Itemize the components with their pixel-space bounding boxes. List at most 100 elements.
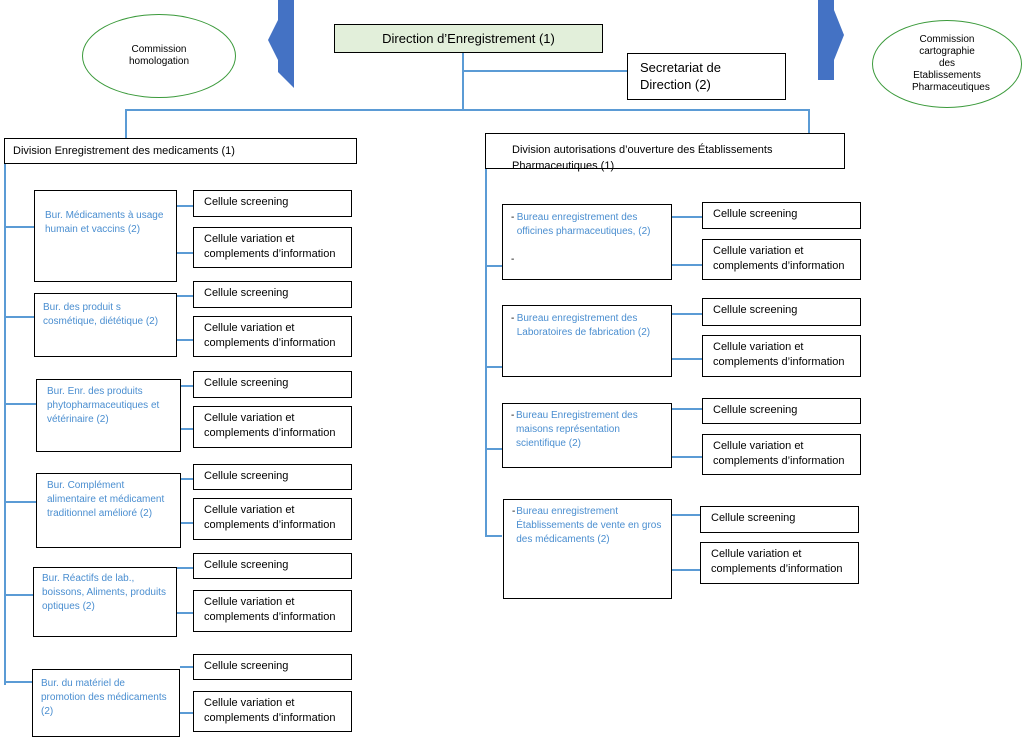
connector: [672, 514, 700, 516]
bullet: -: [511, 313, 515, 324]
secretariat-direction: Secretariat de Direction (2): [627, 53, 786, 100]
cellule-variation-label: Cellule variation et complements d’infor…: [204, 697, 336, 724]
connector: [125, 109, 127, 138]
right-arrow-icon: [818, 0, 844, 80]
bureau-laboratoires-fabrication: - Bureau enregistrement des Laboratoires…: [502, 305, 672, 377]
connector: [485, 366, 502, 368]
cellule-screening-label: Cellule screening: [204, 470, 289, 482]
cellule-variation: Cellule variation et complements d’infor…: [193, 691, 352, 732]
cellule-variation-label: Cellule variation et complements d’infor…: [204, 504, 336, 531]
bureau-label: Bureau enregistrement des officines phar…: [516, 212, 651, 237]
bureau-label: Bur. Réactifs de lab., boissons, Aliment…: [42, 573, 166, 612]
commission-homologation: Commission homologation: [82, 14, 236, 98]
bureau-cosmetique-dietetique: Bur. des produit s cosmétique, diététiqu…: [34, 293, 177, 357]
commission-cartographie: Commission cartographie des Etablissemen…: [872, 20, 1022, 108]
cellule-variation-label: Cellule variation et complements d’infor…: [713, 440, 845, 467]
cellule-screening: Cellule screening: [193, 371, 352, 398]
right-division-title: Division autorisations d’ouverture des É…: [512, 144, 773, 172]
cellule-screening: Cellule screening: [700, 506, 859, 533]
cellule-variation-label: Cellule variation et complements d’infor…: [204, 412, 336, 439]
left-division-title: Division Enregistrement des medicaments …: [13, 145, 235, 157]
connector: [485, 448, 502, 450]
bureau-label: Bureau Enregistrement des maisons représ…: [515, 410, 638, 449]
bureau-label: Bur. Médicaments à usage humain et vacci…: [45, 210, 164, 235]
cellule-variation: Cellule variation et complements d’infor…: [702, 239, 861, 280]
cellule-screening-label: Cellule screening: [713, 404, 798, 416]
connector: [4, 403, 36, 405]
connector: [485, 168, 487, 536]
bureau-phytopharmaceutiques-veterinaire: Bur. Enr. des produits phytopharmaceutiq…: [36, 379, 181, 452]
cellule-variation: Cellule variation et complements d’infor…: [193, 406, 352, 448]
cellule-screening-label: Cellule screening: [204, 196, 289, 208]
connector: [672, 216, 702, 218]
bureau-materiel-promotion: Bur. du matériel de promotion des médica…: [32, 669, 180, 737]
connector: [672, 569, 700, 571]
cellule-variation: Cellule variation et complements d’infor…: [193, 498, 352, 540]
cellule-variation: Cellule variation et complements d’infor…: [702, 335, 861, 377]
connector: [177, 205, 193, 207]
cellule-screening: Cellule screening: [193, 553, 352, 579]
cellule-screening: Cellule screening: [702, 298, 861, 326]
connector: [177, 612, 193, 614]
cellule-variation-label: Cellule variation et complements d’infor…: [204, 322, 336, 349]
bureau-maisons-representation: - Bureau Enregistrement des maisons repr…: [502, 403, 672, 468]
bureau-label: Bur. Enr. des produits phytopharmaceutiq…: [47, 386, 160, 425]
connector: [672, 408, 702, 410]
cellule-variation-label: Cellule variation et complements d’infor…: [713, 245, 845, 272]
connector: [4, 594, 34, 596]
cellule-screening: Cellule screening: [193, 464, 352, 490]
bureau-medicaments-usage-humain: Bur. Médicaments à usage humain et vacci…: [34, 190, 177, 282]
cellule-screening: Cellule screening: [702, 398, 861, 424]
cellule-variation: Cellule variation et complements d’infor…: [193, 316, 352, 357]
connector: [180, 666, 193, 668]
cellule-screening-label: Cellule screening: [713, 208, 798, 220]
connector: [672, 456, 702, 458]
bureau-etablissements-vente-gros: - Bureau enregistrement Établissements d…: [503, 499, 672, 599]
bureau-label: Bur. du matériel de promotion des médica…: [41, 678, 167, 717]
connector: [181, 385, 193, 387]
cellule-screening: Cellule screening: [193, 654, 352, 680]
bullet: -: [512, 506, 516, 517]
connector: [181, 428, 193, 430]
connector: [485, 265, 502, 267]
bullet: -: [511, 212, 515, 223]
bureau-officines-pharmaceutiques: - Bureau enregistrement des officines ph…: [502, 204, 672, 280]
connector: [4, 226, 34, 228]
connector: [177, 339, 193, 341]
cellule-variation: Cellule variation et complements d’infor…: [702, 434, 861, 475]
bullet: -: [511, 254, 515, 265]
cellule-screening: Cellule screening: [193, 190, 352, 217]
connector: [181, 478, 193, 480]
connector: [808, 109, 810, 133]
connector: [462, 70, 627, 72]
bureau-label: Bureau enregistrement Établissements de …: [516, 506, 662, 545]
connector: [672, 264, 702, 266]
cellule-screening-label: Cellule screening: [713, 304, 798, 316]
connector: [125, 109, 810, 111]
connector: [177, 252, 193, 254]
bullet: -: [511, 410, 515, 421]
commission-cartographie-label: Commission cartographie des Etablissemen…: [912, 34, 990, 93]
cellule-variation: Cellule variation et complements d’infor…: [193, 227, 352, 268]
connector: [180, 712, 193, 714]
secretariat-label: Secretariat de Direction (2): [640, 60, 721, 92]
bureau-reactifs-laboratoire: Bur. Réactifs de lab., boissons, Aliment…: [33, 567, 177, 637]
left-arrow-icon: [268, 0, 294, 88]
connector: [177, 295, 193, 297]
connector: [485, 535, 502, 537]
bureau-complement-alimentaire: Bur. Complément alimentaire et médicamen…: [36, 473, 181, 548]
division-enregistrement-medicaments: Division Enregistrement des medicaments …: [4, 138, 357, 164]
cellule-variation-label: Cellule variation et complements d’infor…: [204, 233, 336, 260]
cellule-screening-label: Cellule screening: [204, 377, 289, 389]
cellule-screening: Cellule screening: [702, 202, 861, 229]
cellule-screening-label: Cellule screening: [204, 559, 289, 571]
cellule-variation-label: Cellule variation et complements d’infor…: [713, 341, 845, 368]
connector: [462, 52, 464, 110]
cellule-screening: Cellule screening: [193, 281, 352, 308]
connector: [672, 358, 702, 360]
commission-homologation-label: Commission homologation: [128, 44, 190, 67]
cellule-variation-label: Cellule variation et complements d’infor…: [204, 596, 336, 623]
cellule-screening-label: Cellule screening: [204, 287, 289, 299]
connector: [4, 501, 36, 503]
cellule-screening-label: Cellule screening: [204, 660, 289, 672]
